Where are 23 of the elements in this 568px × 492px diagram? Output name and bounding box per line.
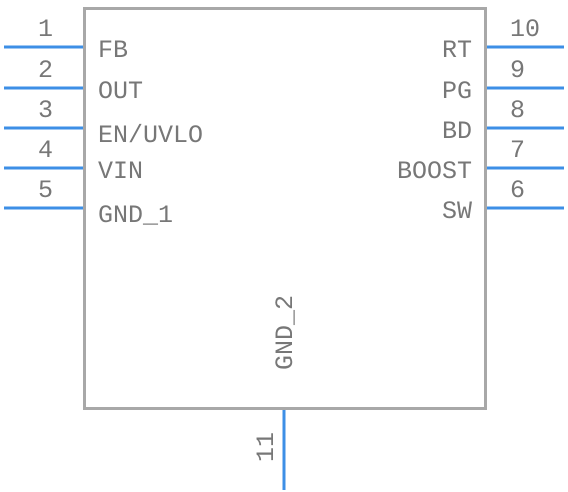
pin-number: 6 xyxy=(510,178,526,204)
chip-body xyxy=(83,7,487,410)
pin-name: EN/UVLO xyxy=(98,123,204,149)
pin-number: 2 xyxy=(38,58,54,84)
pin-number: 9 xyxy=(510,58,526,84)
pin-name: GND_2 xyxy=(273,295,299,370)
pin-number: 1 xyxy=(38,17,54,43)
pin-name: RT xyxy=(442,38,472,64)
pin-name: PG xyxy=(442,79,472,105)
pin-number: 5 xyxy=(38,178,54,204)
pin-name: GND_1 xyxy=(98,203,174,229)
pin-number: 11 xyxy=(254,432,280,462)
pin-name: BOOST xyxy=(396,159,472,185)
pin-name: OUT xyxy=(98,79,144,105)
pin-number: 7 xyxy=(510,138,526,164)
pin-number: 4 xyxy=(38,138,54,164)
pin-number: 3 xyxy=(38,98,54,124)
pin-name: VIN xyxy=(98,159,144,185)
pin-name: BD xyxy=(442,119,472,145)
pin-number: 10 xyxy=(510,17,540,43)
pin-number: 8 xyxy=(510,98,526,124)
pin-name: SW xyxy=(442,199,472,225)
pin-name: FB xyxy=(98,38,128,64)
